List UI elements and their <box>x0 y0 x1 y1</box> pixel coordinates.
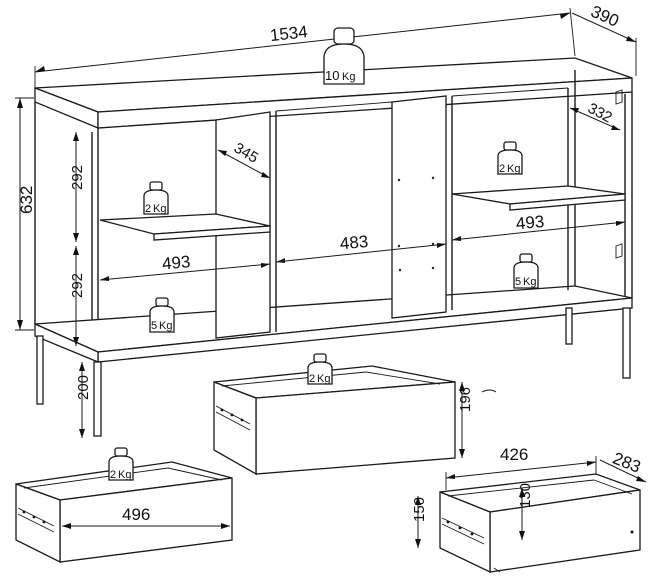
weight-icon-left-bottom: 5 Kg <box>149 297 175 333</box>
drawer-runner-icon <box>441 517 485 545</box>
weight-icon-left-shelf: 2 Kg <box>143 181 169 215</box>
weight-icon-right-bottom: 5 Kg <box>513 253 539 289</box>
center-drawer: 196 <box>213 365 497 476</box>
width-label: 1534 <box>269 22 309 45</box>
sideboard-cabinet <box>34 57 633 437</box>
cabinet-legs <box>36 307 631 437</box>
right-width-label: 493 <box>515 212 545 233</box>
lower-compartment-height-label: 292 <box>69 273 86 298</box>
left-width-label: 493 <box>161 252 191 273</box>
drawer-height-label: 196 <box>457 387 474 412</box>
drawer-runner-icon <box>215 405 251 431</box>
weight-unit: Kg <box>159 320 172 332</box>
small-drawer-width-label: 426 <box>500 445 528 464</box>
right-shelf-depth-label: 332 <box>585 100 615 127</box>
cabinet-bottom <box>34 285 633 353</box>
weight-unit: Kg <box>523 276 536 288</box>
height-label: 632 <box>17 186 36 214</box>
weight-unit: Kg <box>153 203 166 215</box>
dimension-lines <box>15 7 637 438</box>
center-drawer-front <box>255 381 456 475</box>
weight-right-shelf-value: 2 <box>499 163 505 175</box>
drawer-runner-icon <box>17 507 55 533</box>
weight-left-shelf-value: 2 <box>145 203 151 215</box>
shelf-pin-holes <box>397 176 435 272</box>
weight-icon-center-drawer: 2 Kg <box>307 353 333 385</box>
partition-right <box>391 95 447 319</box>
weight-left-drawer-value: 2 <box>110 469 116 481</box>
weight-unit: Kg <box>507 163 520 175</box>
center-drawer-side <box>213 381 257 476</box>
weight-right-bottom-value: 5 <box>515 276 521 288</box>
left-drawer-side <box>15 483 61 564</box>
weight-unit: Kg <box>118 469 131 481</box>
left-drawer: 496 <box>15 461 233 564</box>
small-drawer-inner-height-label: 130 <box>517 483 534 508</box>
weight-center-drawer-value: 2 <box>309 373 315 385</box>
middle-width-label: 483 <box>339 232 369 253</box>
weight-unit: Kg <box>317 373 330 385</box>
leg-height-label: 200 <box>75 375 92 400</box>
left-drawer-width-label: 496 <box>122 505 150 524</box>
small-drawer-depth-label: 283 <box>610 449 643 477</box>
weight-icon-top: 10 Kg <box>323 27 365 85</box>
depth-label: 390 <box>588 2 622 31</box>
weight-icon-right-shelf: 2 Kg <box>497 141 523 175</box>
small-drawer-side <box>439 491 491 574</box>
small-drawer: 426 283 150 130 <box>411 445 647 574</box>
weight-left-bottom-value: 5 <box>151 320 157 332</box>
weight-top-value: 10 <box>325 68 339 83</box>
upper-compartment-height-label: 292 <box>69 165 86 190</box>
hinge-icons <box>615 89 623 259</box>
dimension-labels: 1534 390 632 292 292 200 345 332 493 483… <box>17 2 622 400</box>
weight-icon-left-drawer: 2 Kg <box>108 447 134 481</box>
weight-unit: Kg <box>342 71 355 83</box>
small-drawer-height-label: 150 <box>411 497 428 522</box>
